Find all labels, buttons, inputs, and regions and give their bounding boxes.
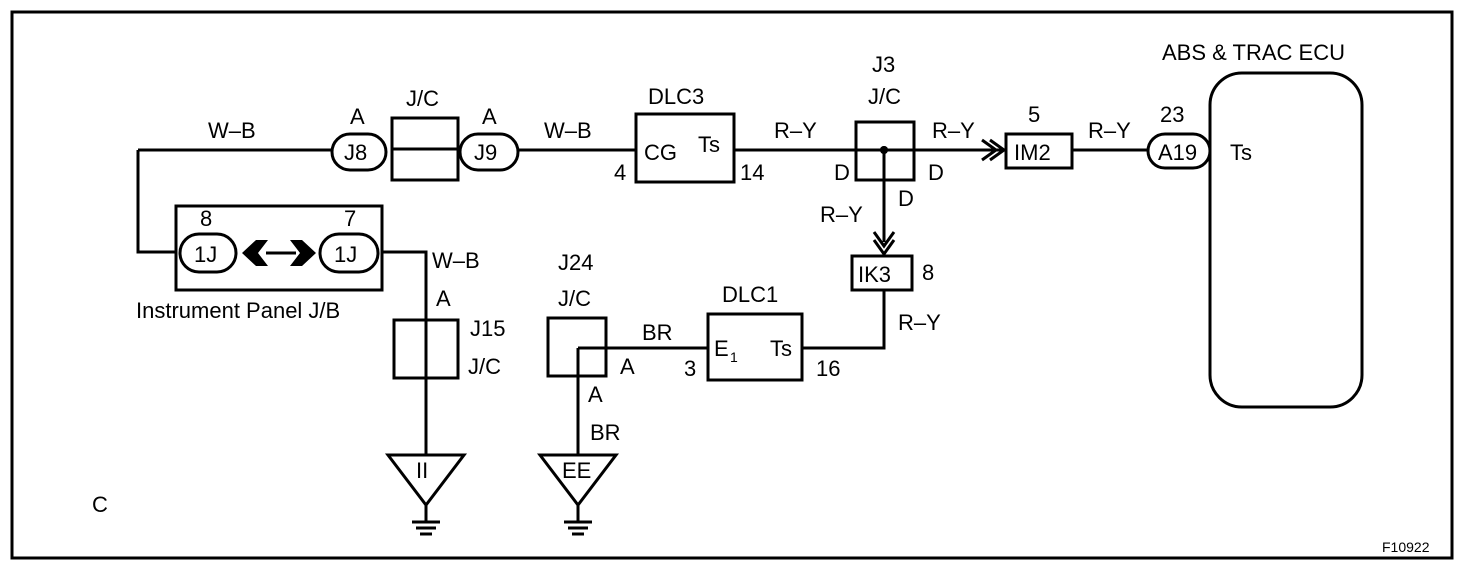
im2-pin: 5	[1028, 102, 1040, 127]
a19-connector	[1146, 132, 1212, 170]
ground-ii-triangle	[384, 453, 468, 508]
wire-ry-ik3-dlc1	[802, 290, 886, 350]
dlc3-ts: Ts	[698, 132, 720, 157]
a19-label: A19	[1158, 140, 1197, 165]
ground-ee-symbol	[564, 505, 592, 536]
dlc1-pin-left: 3	[684, 356, 696, 381]
ipjb-pin-right: 7	[344, 206, 356, 231]
j3-d-left: D	[834, 160, 850, 185]
dlc1-name: DLC1	[722, 282, 778, 307]
wire-label-ry-1: R–Y	[774, 118, 817, 143]
ground-ii-label: II	[416, 458, 428, 483]
ik3-label: IK3	[858, 262, 891, 287]
dlc3-pin-left: 4	[614, 160, 626, 185]
j24-pin-right: A	[620, 354, 635, 379]
figure-code: F10922	[1382, 539, 1430, 555]
j3-jc: J/C	[868, 84, 901, 109]
j8-label: J8	[344, 140, 367, 165]
wire-wb-left-vertical	[136, 150, 178, 254]
dlc1-box	[706, 312, 804, 382]
diagram-frame	[10, 10, 1454, 560]
wire-label-wb-2: W–B	[544, 118, 592, 143]
j9-connector	[458, 132, 520, 172]
ipjb-1j-right	[318, 232, 380, 274]
ipjb-left-chevron	[242, 240, 268, 266]
dlc3-box	[634, 112, 736, 184]
jc-top-label: J/C	[406, 86, 439, 111]
wire-label-br-1: BR	[642, 320, 673, 345]
j24-name: J24	[558, 250, 593, 275]
dlc3-cg: CG	[644, 140, 677, 165]
dlc1-pin-right: 16	[816, 356, 840, 381]
j24-jc: J/C	[558, 286, 591, 311]
ground-ee-label: EE	[562, 458, 591, 483]
ipjb-1j-left-label: 1J	[194, 242, 217, 267]
j3-splice	[880, 146, 888, 154]
wire-wb-ipjb-j15	[380, 250, 428, 320]
wire-label-ry-5: R–Y	[898, 310, 941, 335]
j3-name: J3	[872, 52, 895, 77]
j3-d-bottom: D	[898, 186, 914, 211]
dlc1-e: E	[714, 336, 729, 361]
ik3-connector-arrow	[872, 231, 896, 257]
j8-pin: A	[350, 104, 365, 129]
ecu-title: ABS & TRAC ECU	[1162, 40, 1345, 65]
wire-label-ry-4: R–Y	[820, 202, 863, 227]
j24-box	[546, 316, 608, 378]
ground-ee-triangle	[536, 453, 620, 508]
dlc1-e-sub: 1	[730, 349, 738, 365]
dlc3-name: DLC3	[648, 84, 704, 109]
j15-jc: J/C	[468, 354, 501, 379]
dlc1-ts: Ts	[770, 336, 792, 361]
wire-label-ry-3: R–Y	[1088, 118, 1131, 143]
ipjb-1j-left	[178, 232, 238, 274]
wire-label-wb-3: W–B	[432, 248, 480, 273]
ipjb-1j-right-label: 1J	[334, 242, 357, 267]
ground-ii-symbol	[412, 505, 440, 536]
ecu-terminal-ts: Ts	[1230, 140, 1252, 165]
ik3-pin: 8	[922, 260, 934, 285]
im2-box	[1004, 132, 1074, 170]
corner-label: C	[92, 492, 108, 517]
ipjb-right-chevron	[290, 240, 316, 266]
wire-label-wb-1: W–B	[208, 118, 256, 143]
wire-label-br-2: BR	[590, 420, 621, 445]
ecu-box	[1208, 71, 1364, 409]
ipjb-label: Instrument Panel J/B	[136, 298, 340, 323]
j3-box	[854, 120, 916, 182]
a19-pin: 23	[1160, 102, 1184, 127]
dlc3-pin-right: 14	[740, 160, 764, 185]
ik3-box	[850, 254, 914, 292]
wire-label-ry-2: R–Y	[932, 118, 975, 143]
j9-pin: A	[482, 104, 497, 129]
j24-pin-bottom: A	[588, 382, 603, 407]
im2-label: IM2	[1014, 140, 1051, 165]
j15-name: J15	[470, 316, 505, 341]
j9-label: J9	[474, 140, 497, 165]
im2-connector-arrow	[981, 138, 1007, 162]
j3-d-right: D	[928, 160, 944, 185]
ipjb-pin-left: 8	[200, 206, 212, 231]
j15-pin: A	[436, 286, 451, 311]
j8-connector	[330, 132, 388, 172]
